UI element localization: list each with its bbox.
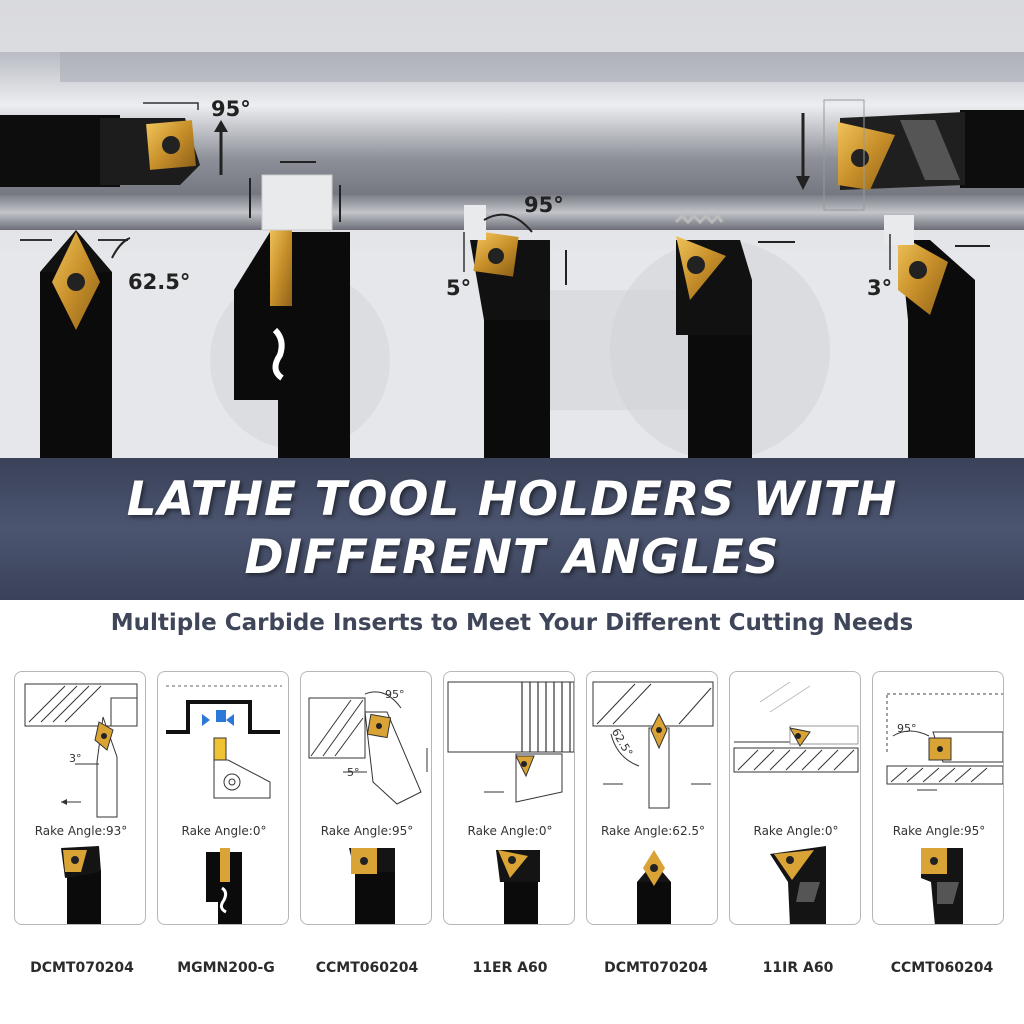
holder-photo [921, 848, 963, 924]
rake-angle-label: Rake Angle:0° [753, 824, 839, 838]
cutting-diagram [733, 681, 859, 773]
hero-angle-5: 5° [446, 276, 472, 300]
subtitle: Multiple Carbide Inserts to Meet Your Di… [110, 610, 914, 636]
insert-card-dcmt070204-62-5: 62.5° Rake Angle:62.5° [586, 671, 718, 925]
rake-angle-label: Rake Angle:0° [467, 824, 553, 838]
hero-photo: 95° 62.5° 95° 5° 3° [0, 0, 1024, 460]
insert-card-dcmt070204-93: 3° Rake Angle:93° [14, 671, 146, 925]
title-banner: LATHE TOOL HOLDERS WITH DIFFERENT ANGLES [0, 458, 1024, 600]
model-label-ccmt060204: CCMT060204 [315, 960, 419, 976]
model-label-11er-a60: 11ER A60 [472, 960, 548, 976]
holder-photo [349, 848, 395, 924]
insert-card-ccmt060204-95-boring: 95° Rake Angle:95° [872, 671, 1004, 925]
insert-cards: 3° Rake Angle:93° Rake Angle:0° [14, 671, 1014, 926]
holder-photo [637, 850, 671, 924]
diagram-angle-label-2: 5° [347, 766, 360, 779]
rake-angle-label: Rake Angle:95° [320, 824, 414, 838]
hero-angle-95-left: 95° [211, 97, 251, 121]
holder-photo [61, 846, 101, 924]
rake-angle-label: Rake Angle:93° [34, 824, 128, 838]
cutting-diagram [24, 683, 138, 818]
rake-angle-label: Rake Angle:95° [892, 824, 986, 838]
cutting-diagram [166, 685, 282, 799]
rake-angle-label: Rake Angle:0° [181, 824, 267, 838]
cutting-diagram [592, 681, 714, 809]
model-label-mgmn200-g: MGMN200-G [177, 960, 275, 976]
banner-title-line1: LATHE TOOL HOLDERS WITH [126, 472, 898, 527]
holder-photo [206, 848, 242, 924]
model-label-ccmt060204-2: CCMT060204 [890, 960, 994, 976]
insert-card-11er-a60: Rake Angle:0° [443, 671, 575, 925]
banner-title-line2: DIFFERENT ANGLES [244, 530, 780, 585]
rake-angle-label: Rake Angle:62.5° [600, 824, 706, 838]
insert-card-mgmn200-g: Rake Angle:0° [157, 671, 289, 925]
holder-photo [770, 846, 826, 924]
cutting-diagram [308, 691, 428, 805]
model-label-11ir-a60: 11IR A60 [762, 960, 834, 976]
hero-angle-62-5: 62.5° [128, 270, 191, 294]
insert-card-11ir-a60: Rake Angle:0° [729, 671, 861, 925]
holder-photo [496, 850, 540, 924]
hero-angle-3: 3° [867, 276, 893, 300]
cutting-diagram [447, 681, 574, 803]
hero-angle-95-center: 95° [524, 193, 564, 217]
cutting-diagram [886, 693, 1003, 791]
model-label-dcmt070204: DCMT070204 [30, 960, 134, 976]
diagram-angle-label: 95° [385, 688, 405, 701]
insert-card-ccmt060204-95: 95° 5° Rake Angle:95° [300, 671, 432, 925]
hero-illustration [0, 0, 1024, 460]
banner-title: LATHE TOOL HOLDERS WITH DIFFERENT ANGLES [82, 471, 942, 587]
diagram-angle-label: 3° [69, 752, 82, 765]
diagram-angle-label: 95° [897, 722, 917, 735]
model-label-dcmt070204-2: DCMT070204 [604, 960, 708, 976]
